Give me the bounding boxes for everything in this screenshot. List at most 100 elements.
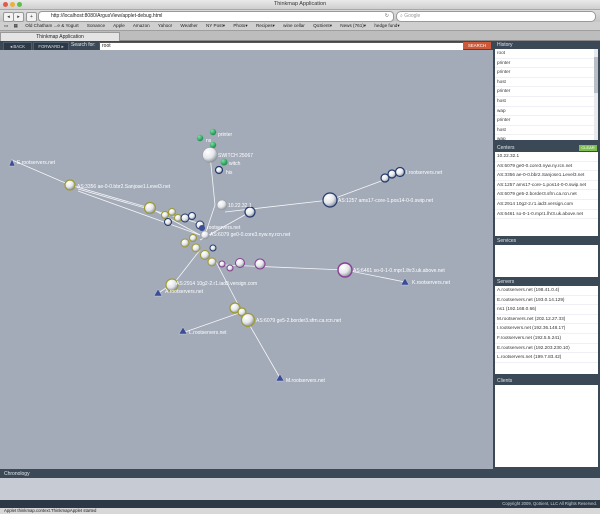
graph-node[interactable] (216, 199, 228, 211)
tab-thinkmap[interactable]: Thinkmap Application (0, 32, 120, 41)
history-item[interactable]: host (495, 97, 598, 107)
server-item[interactable]: M.rootservers.net (202.12.27.33) (495, 315, 598, 325)
graph-node[interactable] (394, 166, 406, 178)
graph-node[interactable] (189, 234, 197, 242)
history-item[interactable]: printer (495, 68, 598, 78)
bookmarks-book-icon[interactable]: ▭ (4, 23, 9, 28)
google-search-field[interactable]: ⌕ Google (396, 11, 596, 22)
bookmark-item[interactable]: Photo▾ (233, 23, 248, 28)
graph-node[interactable] (235, 258, 245, 268)
graph-node[interactable] (209, 141, 217, 149)
graph-node[interactable] (322, 192, 338, 208)
triangle-node-icon[interactable] (178, 326, 188, 335)
bookmark-item[interactable]: Amazon (132, 23, 150, 28)
graph-node[interactable] (202, 147, 218, 163)
graph-node[interactable] (207, 257, 217, 267)
graph-node[interactable] (143, 201, 157, 215)
services-list[interactable] (495, 245, 598, 277)
servers-list[interactable]: A.rootservers.net (198.41.0.4) E.rootser… (495, 286, 598, 374)
bookmark-item[interactable]: Old Chatham ...e & Yogurt (25, 23, 79, 28)
server-item[interactable]: L.rootservers.net (199.7.83.42) (495, 353, 598, 363)
address-bar[interactable]: http://localhost:8080/ArgusView/applet-d… (38, 11, 394, 22)
history-item[interactable]: host (495, 126, 598, 136)
bookmark-item[interactable]: Recipes▾ (255, 23, 275, 28)
add-bookmark-button[interactable]: + (26, 12, 37, 22)
graph-node[interactable] (214, 165, 224, 175)
graph-node[interactable] (180, 213, 190, 223)
triangle-node-icon[interactable] (153, 288, 163, 297)
center-item[interactable]: 10.22.32.1 (495, 152, 598, 162)
history-item[interactable]: printer (495, 59, 598, 69)
clients-list[interactable] (495, 385, 598, 467)
graph-node[interactable] (218, 260, 226, 268)
graph-canvas[interactable]: E.rootservers.net AS:3356 ae-0-0.bbr2.Sa… (0, 50, 493, 469)
reload-icon[interactable]: ↻ (384, 13, 389, 19)
centers-list[interactable]: 10.22.32.1 AS:6079 ge0-0.core3.nyw.ny.rc… (495, 152, 598, 236)
graph-node[interactable] (199, 225, 205, 231)
history-item[interactable]: wap (495, 107, 598, 117)
graph-node[interactable] (200, 250, 210, 260)
bookmark-item[interactable]: Apple (113, 23, 125, 28)
minimize-window-icon[interactable] (10, 2, 15, 7)
search-button[interactable]: SEARCH (463, 42, 491, 49)
graph-node[interactable] (161, 211, 169, 219)
graph-node[interactable] (200, 230, 210, 240)
center-item[interactable]: AS:6461 so-0-1-0.mpr1.lhr3.uk.above.net (495, 210, 598, 220)
top-sites-grid-icon[interactable]: ▦ (13, 23, 18, 28)
graph-node[interactable] (337, 262, 353, 278)
center-item[interactable]: AS:6079 ge0-0.core3.nyw.ny.rcn.net (495, 162, 598, 172)
graph-node[interactable] (244, 206, 256, 218)
triangle-node-icon[interactable] (8, 158, 16, 167)
graph-node[interactable] (209, 244, 217, 252)
bookmark-item[interactable]: Sonance (86, 23, 106, 28)
graph-node[interactable] (168, 208, 176, 216)
graph-nodes[interactable] (8, 128, 410, 382)
bookmark-item[interactable]: QoSient▾ (313, 23, 333, 28)
history-list[interactable]: root printer printer host printer host w… (495, 49, 598, 140)
graph-node[interactable] (191, 243, 201, 253)
zoom-window-icon[interactable] (17, 2, 22, 7)
browser-forward-button[interactable]: ▸ (13, 12, 24, 22)
history-scrollbar[interactable] (594, 49, 598, 140)
bookmark-item[interactable]: wine cellar (283, 23, 305, 28)
history-scrollbar-thumb[interactable] (594, 57, 598, 93)
graph-node[interactable] (188, 212, 196, 220)
server-item[interactable]: E.rootservers.net (192.203.230.10) (495, 344, 598, 354)
graph-node[interactable] (237, 307, 247, 317)
graph-node[interactable] (254, 258, 266, 270)
bookmark-item[interactable]: NY Post▾ (205, 23, 226, 28)
graph-node[interactable] (380, 173, 390, 183)
graph-node[interactable] (180, 238, 190, 248)
server-item[interactable]: E.rootservers.net (193.0.14.129) (495, 296, 598, 306)
history-item[interactable]: host (495, 78, 598, 88)
graph-node[interactable] (387, 169, 397, 179)
clear-button[interactable]: CLEAR (579, 145, 597, 151)
center-item[interactable]: AS:6079 ge5-2.border3.sfrn.ca.rcn.net (495, 190, 598, 200)
graph-node[interactable] (64, 179, 76, 191)
server-item[interactable]: F.rootservers.net (192.5.5.241) (495, 334, 598, 344)
server-item[interactable]: I.rootservers.net (192.36.148.17) (495, 324, 598, 334)
graph-node[interactable] (174, 214, 182, 222)
bookmark-item[interactable]: Yahoo! (157, 23, 173, 28)
center-item[interactable]: AS:1257 ams17-core-1.pos14-0-0.swip.net (495, 181, 598, 191)
center-item[interactable]: AS:3356 ae-0-0.bbr2.Sanjose1.Level3.net (495, 171, 598, 181)
graph-node[interactable] (240, 312, 256, 328)
close-window-icon[interactable] (3, 2, 8, 7)
history-item[interactable]: root (495, 49, 598, 59)
graph-node[interactable] (209, 128, 217, 136)
graph-node[interactable] (220, 158, 228, 166)
graph-node[interactable] (164, 218, 172, 226)
server-item[interactable]: A.rootservers.net (198.41.0.4) (495, 286, 598, 296)
bookmark-item[interactable]: News (761)▾ (340, 23, 367, 28)
graph-node[interactable] (226, 264, 234, 272)
chronology-timeline[interactable] (0, 478, 600, 500)
history-item[interactable]: wap (495, 135, 598, 140)
history-item[interactable]: printer (495, 116, 598, 126)
bookmark-item[interactable]: hedge fund▾ (374, 23, 400, 28)
triangle-node-icon[interactable] (275, 373, 285, 382)
triangle-node-icon[interactable] (400, 277, 410, 286)
history-item[interactable]: printer (495, 87, 598, 97)
graph-node[interactable] (165, 278, 179, 292)
bookmark-item[interactable]: Weather (180, 23, 198, 28)
graph-node[interactable] (196, 134, 204, 142)
